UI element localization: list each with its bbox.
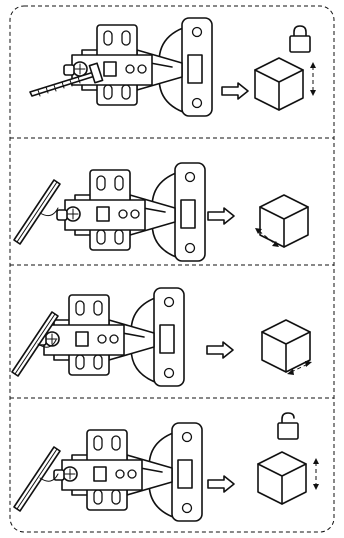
depth-adjust-arrow-icon xyxy=(255,228,279,247)
panel-step-1 xyxy=(29,17,316,117)
outer-dashed-border xyxy=(9,5,335,533)
arrow-right-icon xyxy=(207,475,235,493)
screwdriver-icon xyxy=(13,179,61,245)
panel-step-2 xyxy=(13,162,309,262)
cube-icon xyxy=(259,194,309,248)
panel-step-3 xyxy=(11,287,312,387)
rotate-arrow-icon xyxy=(39,473,59,482)
arrow-right-icon xyxy=(206,341,234,359)
rotate-arrow-icon xyxy=(39,207,59,217)
arrow-right-icon xyxy=(221,82,249,100)
side-adjust-arrow-icon xyxy=(287,361,312,375)
lock-closed-icon xyxy=(289,25,311,53)
cube-icon xyxy=(257,451,307,505)
panel-step-4 xyxy=(13,412,319,522)
vertical-adjust-arrow-icon xyxy=(313,458,319,490)
hinge-illustration xyxy=(56,162,206,262)
hinge-illustration xyxy=(53,422,203,522)
hinge-illustration xyxy=(63,17,213,117)
lock-open-icon xyxy=(277,412,299,440)
arrow-right-icon xyxy=(207,207,235,225)
cube-icon xyxy=(261,319,311,373)
screwdriver-icon xyxy=(13,446,61,512)
vertical-adjust-arrow-icon xyxy=(310,62,316,96)
hinge-illustration xyxy=(35,287,185,387)
cube-icon xyxy=(254,57,304,111)
screw-icon xyxy=(29,62,104,97)
rotate-arrow-icon xyxy=(37,339,57,348)
